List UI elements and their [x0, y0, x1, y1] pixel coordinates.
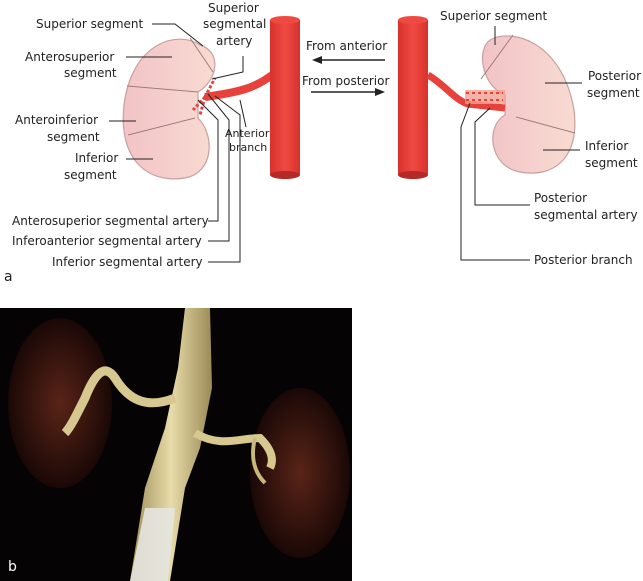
aorta-anterior — [270, 16, 300, 179]
svg-text:segment: segment — [587, 86, 640, 100]
right-kidney-posterior-view — [426, 34, 576, 174]
left-renal-artery-render — [192, 429, 276, 470]
panel-a-diagram: From anterior From posterior Superior se… — [4, 1, 641, 285]
aorta-posterior — [398, 16, 428, 179]
label-inferior-segment-left: Inferior — [75, 151, 118, 165]
label-anteroinferior-segment: Anteroinferior — [15, 113, 98, 127]
arrow-from-anterior: From anterior — [306, 39, 387, 64]
label-superior-segment-right: Superior segment — [440, 9, 548, 23]
left-kidney-render — [250, 388, 350, 558]
svg-text:segmental artery: segmental artery — [534, 208, 638, 222]
right-kidney-render — [8, 318, 112, 488]
ct-angiogram-render — [8, 308, 350, 581]
label-posterior-branch: Posterior branch — [534, 253, 633, 267]
label-anterosuperior-segmental-artery: Anterosuperior segmental artery — [12, 214, 209, 228]
svg-text:From anterior: From anterior — [306, 39, 387, 53]
svg-text:artery: artery — [216, 34, 252, 48]
left-renal-artery — [204, 71, 275, 101]
panel-b-label: b — [8, 559, 17, 575]
label-inferoanterior-segmental-artery: Inferoanterior segmental artery — [12, 234, 202, 248]
svg-text:branch: branch — [229, 141, 267, 154]
panel-b-3d-ct-angiogram: b — [0, 308, 352, 581]
label-inferior-segmental-artery: Inferior segmental artery — [52, 255, 203, 269]
left-kidney-anterior-view — [122, 37, 275, 180]
label-anterosuperior-segment: Anterosuperior — [25, 50, 114, 64]
svg-text:segment: segment — [64, 66, 117, 80]
label-inferior-segment-right: Inferior — [585, 139, 628, 153]
arrow-from-posterior: From posterior — [302, 74, 389, 96]
svg-text:segment: segment — [585, 156, 638, 170]
label-superior-segmental-artery: Superior — [208, 1, 259, 15]
svg-text:segmental: segmental — [203, 17, 266, 31]
svg-text:From posterior: From posterior — [302, 74, 389, 88]
label-posterior-segmental-artery: Posterior — [534, 191, 587, 205]
label-superior-segment-left: Superior segment — [36, 17, 144, 31]
svg-text:segment: segment — [47, 130, 100, 144]
svg-text:segment: segment — [64, 168, 117, 182]
right-renal-artery-render — [61, 366, 177, 437]
label-posterior-segment: Posterior — [588, 69, 641, 83]
panel-a-label: a — [4, 269, 13, 285]
label-anterior-branch: Anterior — [225, 127, 270, 140]
